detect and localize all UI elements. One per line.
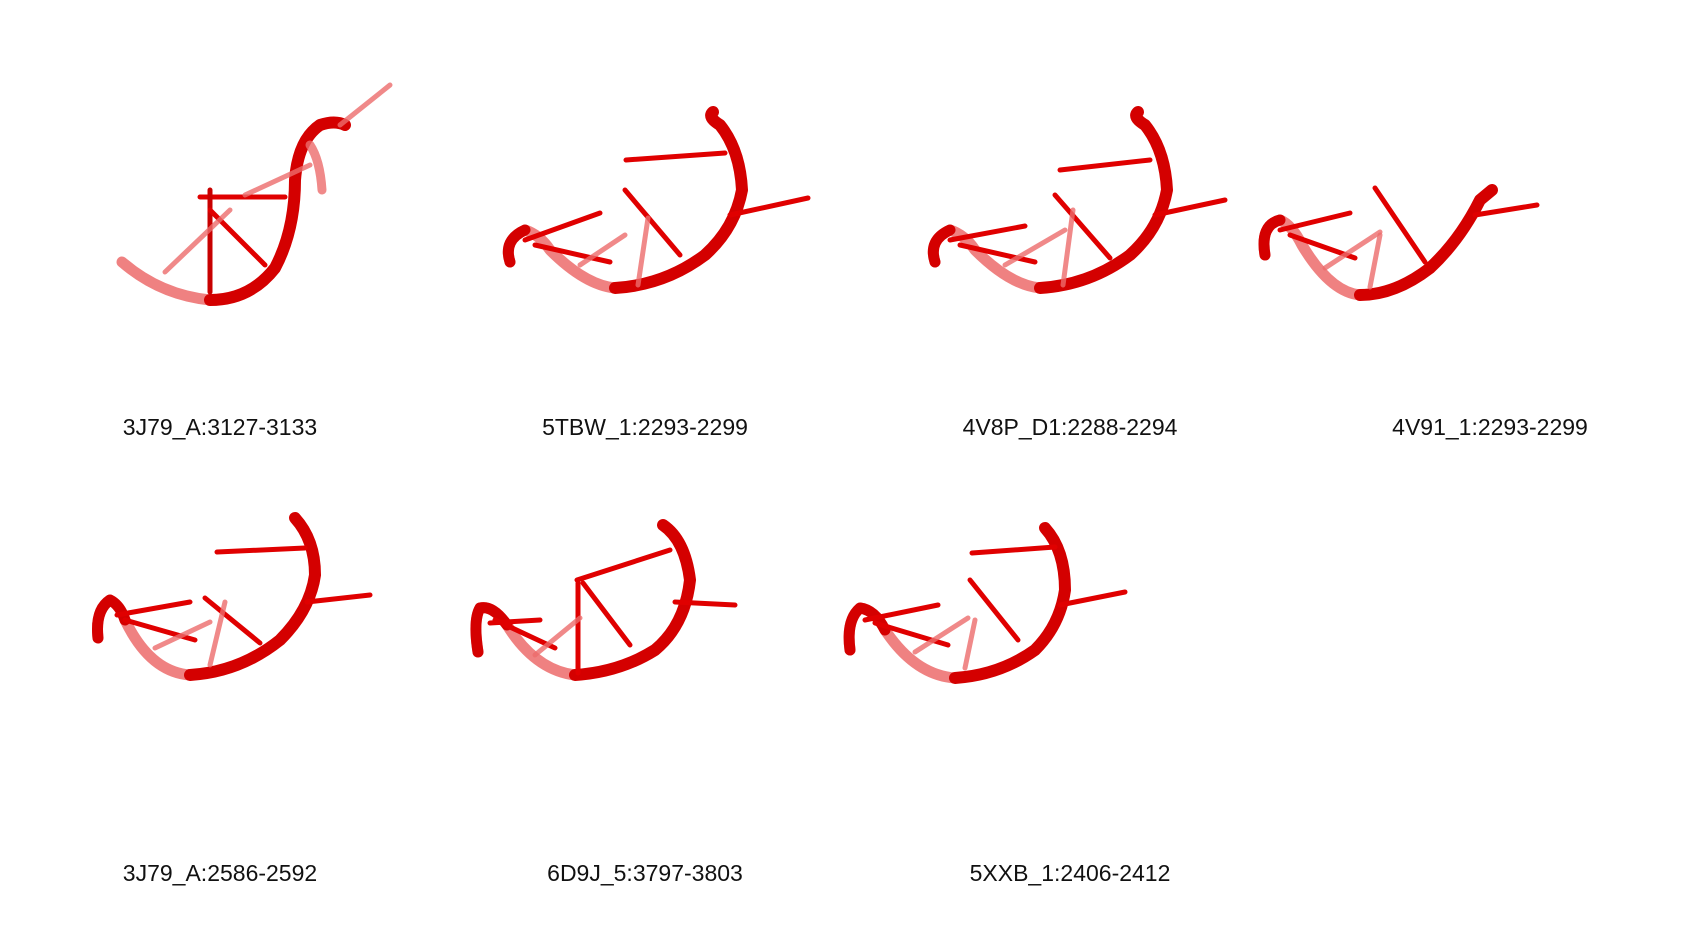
structure-panel-5: 3J79_A:2586-2592 — [10, 440, 430, 886]
structure-panel-2: 5TBW_1:2293-2299 — [435, 0, 855, 440]
structure-panel-7: 5XXB_1:2406-2412 — [843, 440, 1280, 886]
structure-label: 3J79_A:2586-2592 — [122, 860, 318, 886]
rna-structure-render-2 — [502, 106, 811, 294]
structure-panel-6: 6D9J_5:3797-3803 — [435, 440, 855, 886]
structure-label: 3J79_A:3127-3133 — [122, 414, 318, 440]
structure-label: 5XXB_1:2406-2412 — [969, 860, 1171, 886]
rna-structure-render-4 — [1258, 184, 1540, 301]
structure-label: 4V8P_D1:2288-2294 — [962, 414, 1178, 440]
rna-structure-render-5 — [92, 512, 373, 681]
rna-structure-render-1 — [116, 82, 393, 306]
structure-panel-4: 4V91_1:2293-2299 — [1258, 0, 1700, 440]
structure-label: 5TBW_1:2293-2299 — [542, 414, 748, 440]
structure-label: 6D9J_5:3797-3803 — [547, 860, 743, 886]
rna-structure-render-6 — [470, 519, 738, 681]
rna-structure-render-7 — [843, 522, 1128, 684]
structure-panel-1: 3J79_A:3127-3133 — [10, 0, 430, 440]
structure-label: 4V91_1:2293-2299 — [1392, 414, 1588, 440]
rna-structure-render-3 — [927, 106, 1228, 294]
structure-panel-3: 4V8P_D1:2288-2294 — [860, 0, 1280, 440]
